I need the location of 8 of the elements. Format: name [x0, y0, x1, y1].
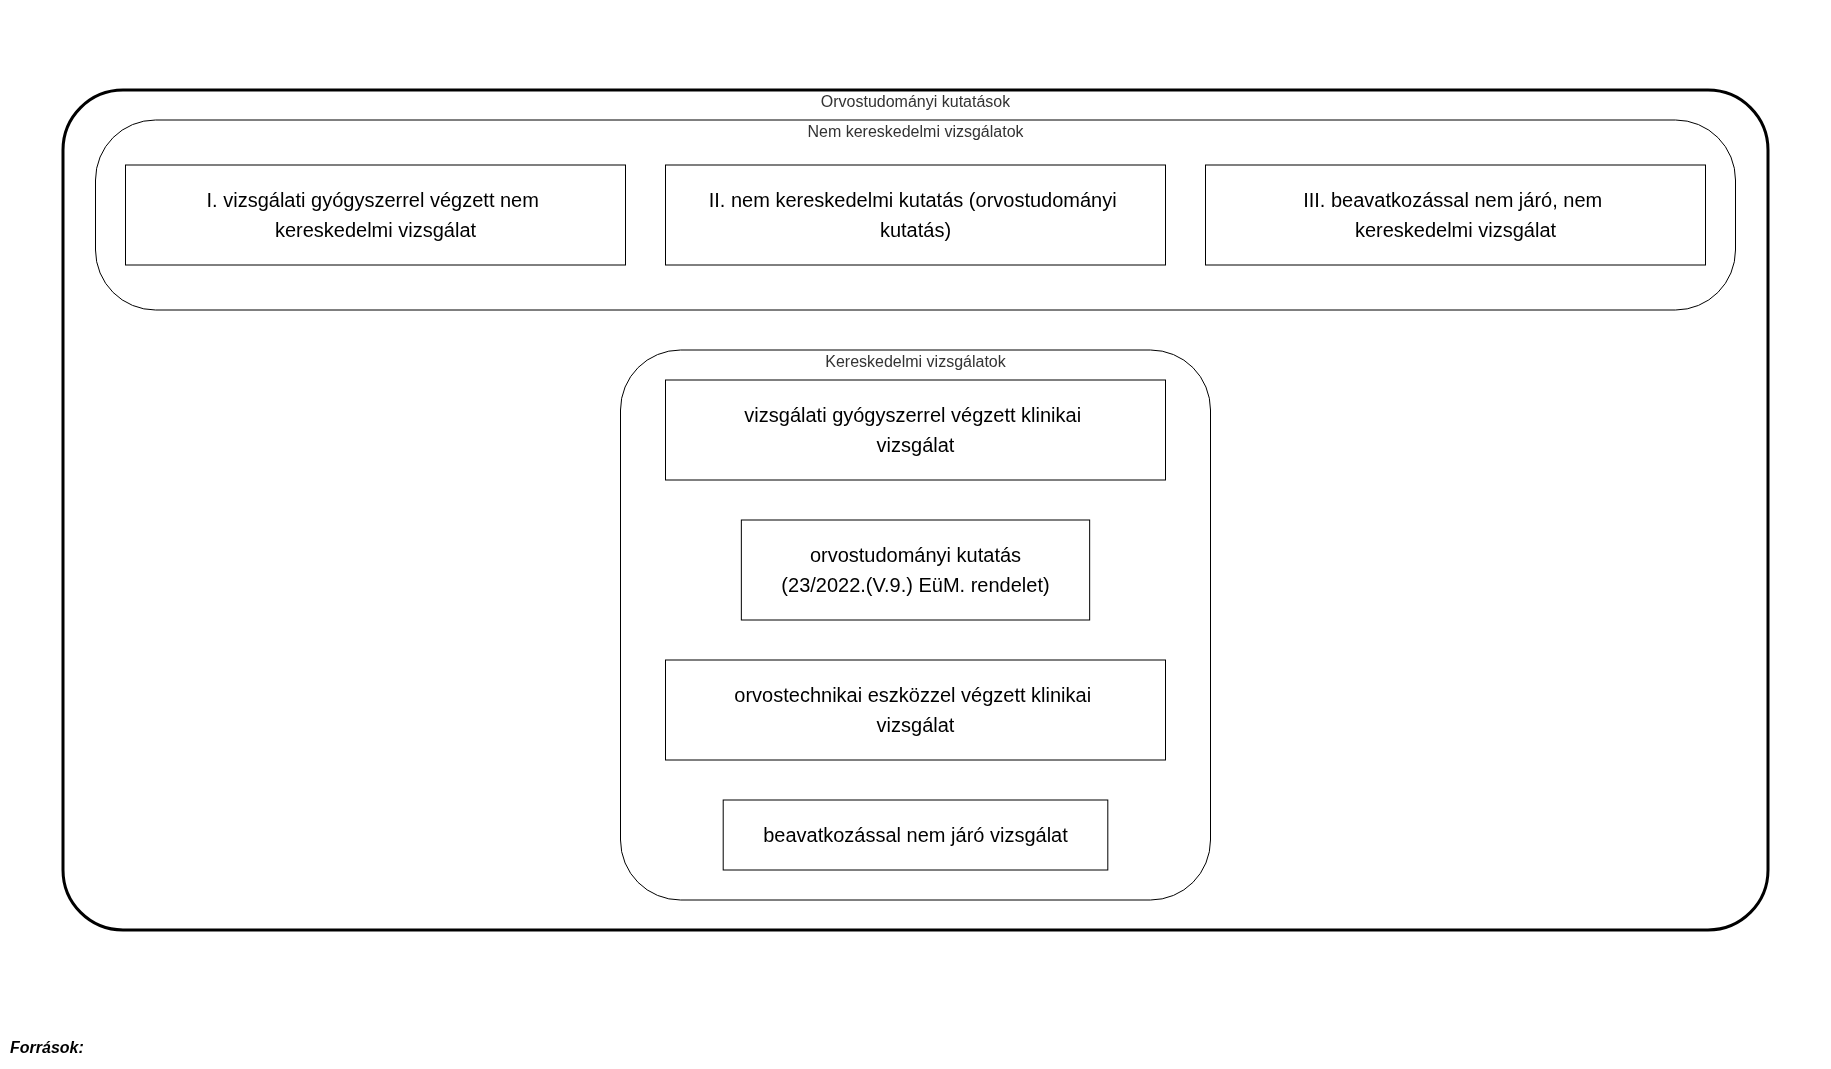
- node-box: II. nem kereskedelmi kutatás (orvostudományi kutatás): [665, 164, 1166, 266]
- node-box: orvostechnikai eszközzel végzett klinikai vizsgálat: [665, 659, 1166, 761]
- node-box: I. vizsgálati gyógyszerrel végzett nem kereskedelmi vizsgálat: [125, 164, 626, 266]
- node-box: orvostudományi kutatás (23/2022.(V.9.) EüM. rendelet): [740, 519, 1091, 621]
- node-box: III. beavatkozással nem járó, nem kereskedelmi vizsgálat: [1205, 164, 1706, 266]
- node-box: vizsgálati gyógyszerrel végzett klinikai vizsgálat: [665, 379, 1166, 481]
- sources-note: Források:: [10, 1039, 84, 1056]
- node-box: beavatkozással nem járó vizsgálat: [722, 799, 1109, 871]
